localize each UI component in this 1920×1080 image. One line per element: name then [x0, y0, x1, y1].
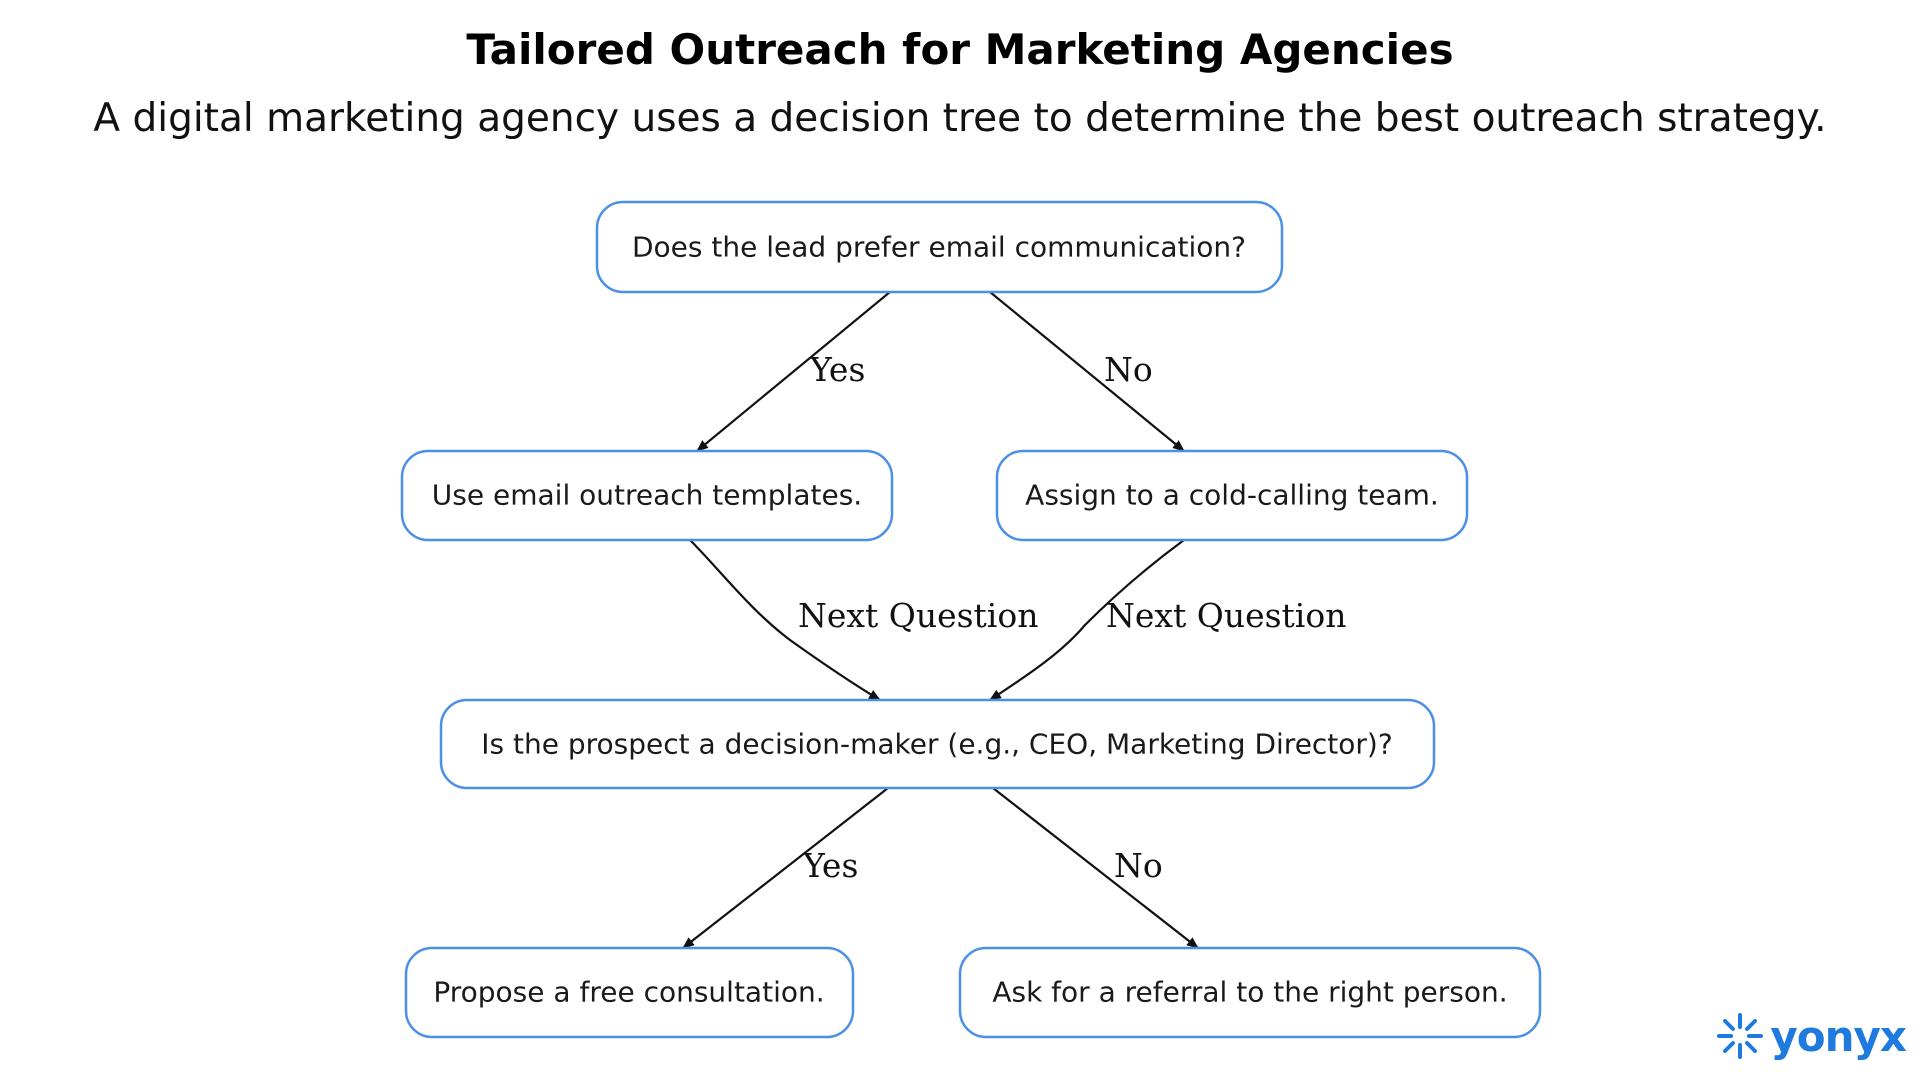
node-a2: Assign to a cold-calling team.	[995, 449, 1469, 542]
brand-logo: yonyx	[1716, 1008, 1907, 1064]
node-a1-label: Use email outreach templates.	[432, 479, 862, 512]
edge-label-q2-no: No	[1114, 846, 1163, 885]
page-title: Tailored Outreach for Marketing Agencies	[466, 25, 1454, 74]
node-a2-label: Assign to a cold-calling team.	[1025, 479, 1439, 512]
node-q1-label: Does the lead prefer email communication…	[632, 231, 1246, 264]
node-a3: Propose a free consultation.	[404, 946, 855, 1039]
page-subtitle: A digital marketing agency uses a decisi…	[93, 96, 1827, 141]
edge-label-q2-yes: Yes	[802, 846, 858, 885]
edge-q2-a4	[992, 787, 1199, 949]
node-q2: Is the prospect a decision-maker (e.g., …	[439, 698, 1436, 790]
node-a3-label: Propose a free consultation.	[433, 976, 824, 1009]
edges	[682, 291, 1199, 949]
edge-labels: Yes No Next Question Next Question Yes N…	[798, 350, 1346, 885]
edge-label-q1-no: No	[1104, 350, 1153, 389]
brand-name: yonyx	[1770, 1011, 1907, 1061]
edge-q2-a3	[682, 787, 889, 949]
edge-label-q1-yes: Yes	[809, 350, 865, 389]
node-q1: Does the lead prefer email communication…	[595, 200, 1284, 294]
edge-label-a2-next: Next Question	[1106, 596, 1346, 635]
sparkle-icon	[1717, 1013, 1764, 1059]
node-q2-label: Is the prospect a decision-maker (e.g., …	[481, 728, 1392, 761]
edge-a1-q2	[689, 539, 881, 701]
node-a1: Use email outreach templates.	[400, 449, 894, 542]
edge-label-a1-next: Next Question	[798, 596, 1038, 635]
edge-q1-a1	[696, 291, 891, 452]
edge-a2-q2	[989, 539, 1185, 701]
edge-q1-a2	[989, 291, 1185, 452]
node-a4-label: Ask for a referral to the right person.	[992, 976, 1507, 1009]
node-a4: Ask for a referral to the right person.	[958, 946, 1542, 1039]
